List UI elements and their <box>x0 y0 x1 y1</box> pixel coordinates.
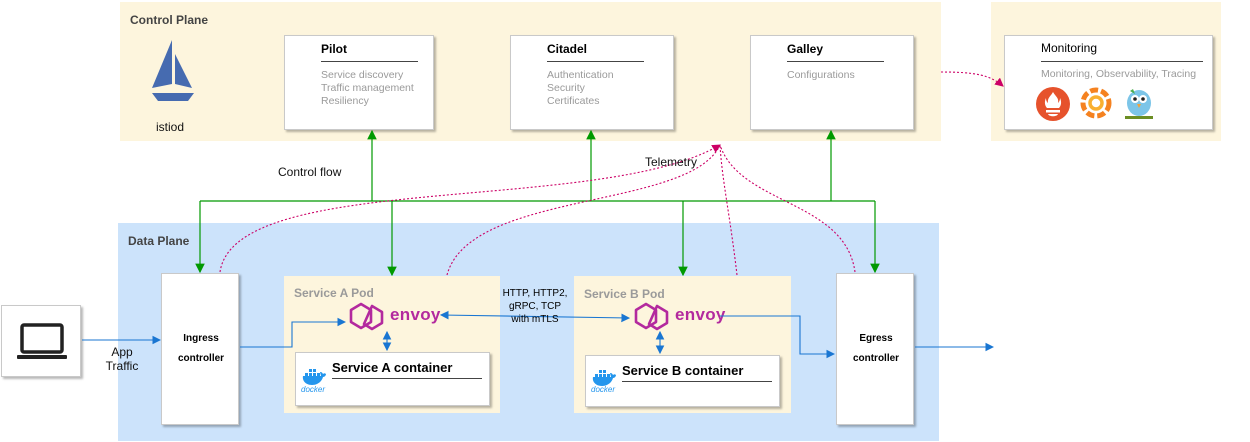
docker-label: docker <box>301 385 326 394</box>
pilot-feature: Resiliency <box>321 95 369 107</box>
citadel-card: Citadel Authentication Security Certific… <box>510 35 674 130</box>
docker-icon <box>302 369 326 385</box>
envoy-icon <box>634 302 669 331</box>
citadel-title: Citadel <box>547 42 588 56</box>
service-b-container-title: Service B container <box>622 363 744 378</box>
citadel-feature: Security <box>547 82 585 94</box>
galley-features: Configurations <box>787 69 855 82</box>
galley-title: Galley <box>787 42 824 56</box>
egress-label-line: controller <box>852 353 900 364</box>
istio-sail-icon <box>152 40 194 101</box>
kiali-bird-icon <box>1125 89 1153 119</box>
prometheus-icon <box>1036 87 1070 121</box>
monitoring-divider <box>1041 61 1203 62</box>
service-a-container-title: Service A container <box>332 360 453 375</box>
monitoring-subtitle: Monitoring, Observability, Tracing <box>1041 68 1197 80</box>
galley-feature: Configurations <box>787 69 855 81</box>
telemetry-from-egress <box>719 144 856 273</box>
protocols-line: gRPC, TCP <box>508 301 562 312</box>
pilot-features: Service discovery Traffic management Res… <box>321 69 414 108</box>
service-a-container-divider <box>332 378 482 379</box>
envoy-label-b: envoy <box>675 305 726 324</box>
ingress-controller: Ingress controller <box>161 273 239 425</box>
monitoring-card: Monitoring Monitoring, Observability, Tr… <box>1004 35 1213 130</box>
grafana-icon <box>1080 87 1112 119</box>
data-plane-title: Data Plane <box>128 234 190 248</box>
pilot-feature: Service discovery <box>321 69 404 81</box>
control-flow-label: Control flow <box>278 165 342 179</box>
telemetry-edges <box>219 71 1004 276</box>
control-flow-edges <box>195 129 880 277</box>
service-a-pod-title: Service A Pod <box>294 286 374 300</box>
istiod-label: istiod <box>156 120 185 134</box>
envoy-b-to-egress <box>720 315 836 359</box>
egress-label: Egress controller <box>837 329 915 369</box>
control-plane-title: Control Plane <box>130 13 209 27</box>
app-traffic-line: App <box>111 345 133 359</box>
service-b-container-divider <box>622 381 772 382</box>
pilot-feature: Traffic management <box>321 82 414 94</box>
citadel-divider <box>547 61 644 62</box>
citadel-features: Authentication Security Certificates <box>547 69 614 108</box>
data-plane-region <box>118 223 939 441</box>
citadel-feature: Authentication <box>547 69 614 81</box>
monitoring-title: Monitoring <box>1041 41 1098 55</box>
pilot-card: Pilot Service discovery Traffic manageme… <box>284 35 434 130</box>
app-traffic-label: App Traffic <box>100 345 144 373</box>
telemetry-to-monitoring <box>940 71 1004 87</box>
protocols-line: HTTP, HTTP2, <box>502 288 568 299</box>
ingress-label-line: controller <box>177 353 225 364</box>
traffic-edges <box>82 310 995 359</box>
docker-icon <box>592 370 616 386</box>
app-traffic-line: Traffic <box>105 359 139 373</box>
telemetry-from-ingress <box>219 144 721 273</box>
envoy-a-to-envoy-b <box>439 310 631 323</box>
ingress-to-envoy-a <box>240 317 347 348</box>
service-b-pod-title: Service B Pod <box>584 287 665 301</box>
pilot-divider <box>321 61 418 62</box>
egress-label-line: Egress <box>859 333 893 344</box>
laptop-icon <box>17 323 67 359</box>
protocols-line: with mTLS <box>511 314 559 325</box>
ingress-label-line: Ingress <box>183 333 219 344</box>
egress-controller: Egress controller <box>836 273 914 425</box>
pilot-title: Pilot <box>321 42 347 56</box>
envoy-icon <box>349 302 384 331</box>
ingress-label: Ingress controller <box>162 329 240 369</box>
protocols-label: HTTP, HTTP2, gRPC, TCP with mTLS <box>496 287 574 326</box>
galley-card: Galley Configurations <box>750 35 914 130</box>
service-b-container: Service B container docker <box>585 355 780 407</box>
service-a-container: Service A container docker <box>295 352 490 406</box>
citadel-feature: Certificates <box>547 95 600 107</box>
envoy-label-a: envoy <box>390 305 441 324</box>
client-box <box>1 305 81 377</box>
telemetry-label: Telemetry <box>645 155 698 169</box>
galley-divider <box>787 61 884 62</box>
docker-label: docker <box>591 385 616 394</box>
telemetry-from-service-b <box>719 144 738 276</box>
